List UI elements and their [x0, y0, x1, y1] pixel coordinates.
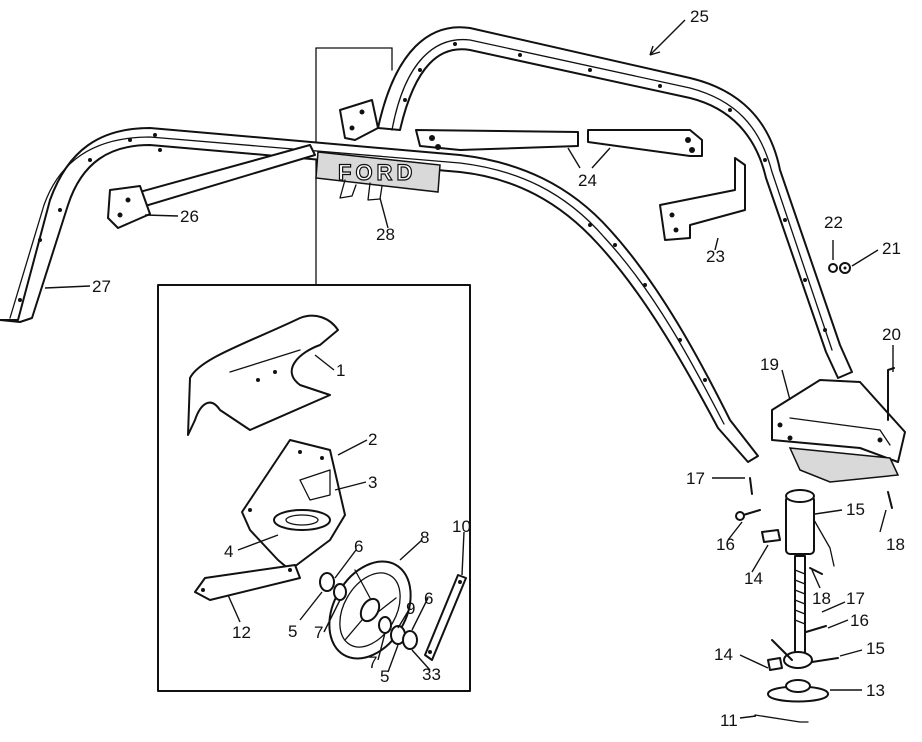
- callout-4: 4: [224, 542, 233, 561]
- callout-14b: 14: [714, 645, 733, 664]
- callout-6a: 6: [354, 537, 363, 556]
- callout-24: 20: [882, 325, 901, 344]
- callout-33: 33: [422, 665, 441, 684]
- callouts: 25 24 23 22 21 20 19 17 18 15 16 14 18 1…: [92, 7, 905, 730]
- callout-7a: 7: [314, 623, 323, 642]
- callout-5a: 5: [288, 622, 297, 641]
- callout-25: 21: [882, 239, 901, 258]
- callout-19: 15: [846, 500, 865, 519]
- inset-cover-1: [187, 314, 339, 436]
- front-arch-frame: [0, 127, 759, 463]
- inset-arm-12: [194, 564, 301, 601]
- jack-assembly: [735, 477, 893, 723]
- callout-30: 26: [180, 207, 199, 226]
- callout-27: 23: [706, 247, 725, 266]
- callout-31: 27: [92, 277, 111, 296]
- callout-20: 16: [716, 535, 735, 554]
- callout-9: 9: [406, 599, 415, 618]
- inset-link-10: [424, 574, 467, 661]
- callout-21: 17: [686, 469, 705, 488]
- callout-29: 25: [690, 7, 709, 26]
- callout-8: 8: [420, 528, 429, 547]
- callout-28: 24: [578, 171, 597, 190]
- callout-26: 22: [824, 213, 843, 232]
- leader-lines: [44, 19, 894, 719]
- inset-bracket-2: [241, 439, 346, 571]
- jack-mount-bracket: [771, 367, 906, 483]
- callout-7b: 7: [368, 653, 377, 672]
- callout-16: 16: [850, 611, 869, 630]
- callout-11: 11: [720, 711, 738, 730]
- callout-15: 15: [866, 639, 885, 658]
- inset-box: [157, 47, 471, 692]
- callout-18: 18: [812, 589, 831, 608]
- rear-arch-frame: [377, 26, 853, 379]
- callout-6b: 6: [424, 589, 433, 608]
- nut-washer: [828, 262, 851, 274]
- emblem-text: FORD: [338, 160, 416, 185]
- callout-3: 3: [368, 473, 377, 492]
- callout-2: 2: [368, 430, 377, 449]
- callout-10: 10: [452, 517, 471, 536]
- bracket-27: [659, 157, 746, 241]
- callout-17: 17: [846, 589, 865, 608]
- callout-1: 1: [336, 361, 345, 380]
- ford-emblem: FORD: [315, 151, 441, 201]
- callout-13: 13: [866, 681, 885, 700]
- cross-braces: [107, 99, 379, 229]
- inset-washers: [319, 572, 418, 650]
- callout-32: 28: [376, 225, 395, 244]
- callout-23: 19: [760, 355, 779, 374]
- brackets-28: [415, 129, 703, 157]
- callout-12: 12: [232, 623, 251, 642]
- callout-14a: 14: [744, 569, 763, 588]
- callout-5b: 5: [380, 667, 389, 686]
- callout-22: 18: [886, 535, 905, 554]
